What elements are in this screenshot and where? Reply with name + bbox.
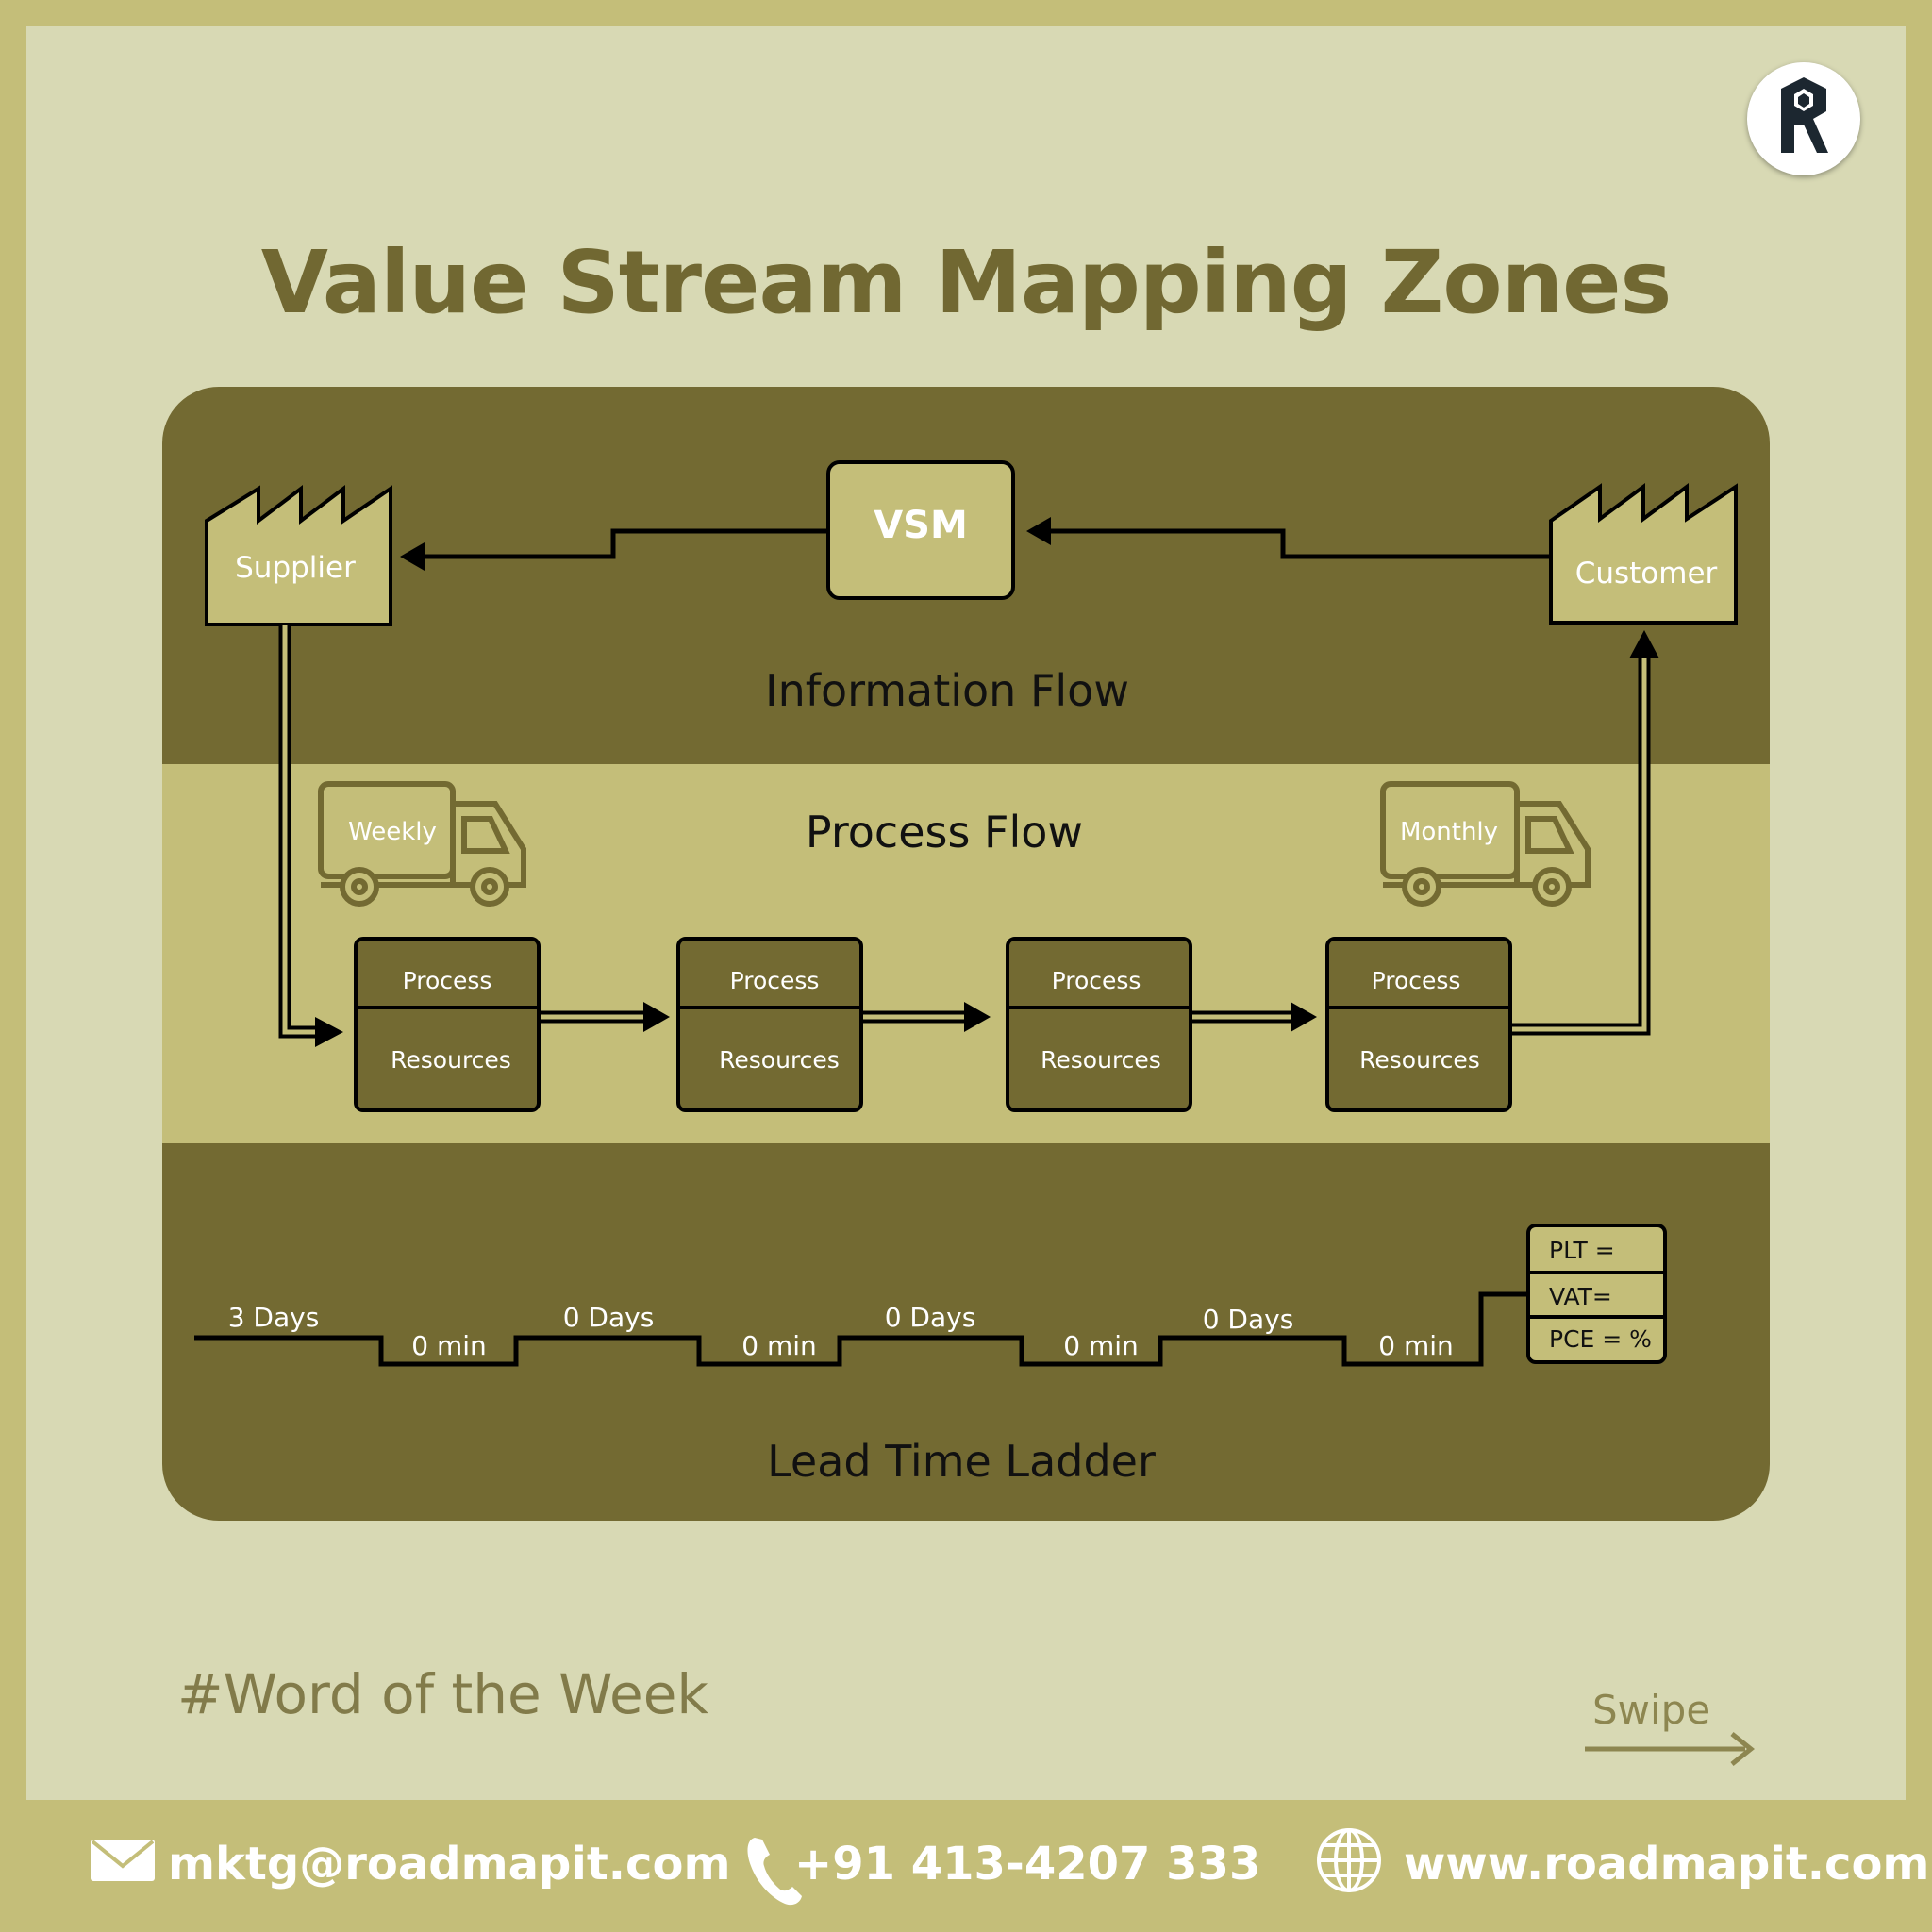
summary-box: PLT = VAT= PCE = % (1526, 1224, 1667, 1364)
phone-icon (747, 1838, 802, 1906)
page-title: Value Stream Mapping Zones (260, 232, 1673, 333)
globe-icon (1317, 1828, 1381, 1892)
mail-icon (91, 1840, 155, 1881)
ladder-min-2: 0 min (741, 1330, 817, 1361)
truck-icon (318, 781, 526, 907)
information-flow-label: Information Flow (765, 665, 1129, 716)
process-box-2: Process Resources (676, 937, 863, 1112)
vsm-box (826, 460, 1015, 600)
arrow-to-customer (1629, 630, 1659, 658)
arrow-to-vsm (1026, 517, 1051, 545)
vat-label: VAT= (1549, 1283, 1612, 1310)
ladder-days-2: 0 Days (563, 1302, 655, 1333)
ladder-min-3: 0 min (1063, 1330, 1139, 1361)
lead-time-ladder-label: Lead Time Ladder (767, 1436, 1156, 1487)
ladder-days-1: 3 Days (228, 1302, 320, 1333)
process-box-4: Process Resources (1325, 937, 1512, 1112)
supplier-feed-line-inner (282, 625, 317, 1035)
process-label: Process (1372, 967, 1461, 994)
truck-monthly-label: Monthly (1400, 818, 1498, 846)
leadtime-zone (162, 1143, 1770, 1521)
supplier-factory-icon (205, 484, 392, 626)
process-arrow-1 (541, 1002, 670, 1032)
swipe-label[interactable]: Swipe (1592, 1687, 1711, 1733)
phone-link[interactable]: +91 413-4207 333 (794, 1838, 1261, 1890)
process-label: Process (1052, 967, 1141, 994)
process-arrow-3 (1192, 1002, 1317, 1032)
lead-time-ladder-line (194, 1291, 1528, 1367)
arrow-to-supplier (400, 542, 425, 571)
website-link[interactable]: www.roadmapit.com (1404, 1838, 1930, 1890)
logo-icon (1747, 62, 1860, 175)
logo-mark (1781, 77, 1828, 153)
process-flow-label: Process Flow (806, 807, 1083, 858)
process-box-1: Process Resources (354, 937, 541, 1112)
process-label: Process (730, 967, 820, 994)
arrow-right-icon (1585, 1732, 1756, 1766)
vsm-label: VSM (874, 504, 968, 547)
process-arrow-2 (863, 1002, 991, 1032)
customer-to-vsm-line (1049, 528, 1550, 559)
arrow-to-process-1 (315, 1017, 343, 1047)
customer-factory-icon (1549, 483, 1738, 625)
process-box-3: Process Resources (1006, 937, 1192, 1112)
ladder-min-1: 0 min (411, 1330, 487, 1361)
supplier-label: Supplier (235, 551, 356, 585)
ladder-min-4: 0 min (1378, 1330, 1454, 1361)
pce-label: PCE = % (1549, 1325, 1652, 1353)
resources-label: Resources (719, 1046, 840, 1074)
customer-feed-line-inner (1509, 657, 1647, 1032)
resources-label: Resources (1359, 1046, 1480, 1074)
plt-label: PLT = (1549, 1237, 1615, 1264)
truck-icon (1380, 781, 1591, 907)
ladder-days-3: 0 Days (885, 1302, 976, 1333)
process-label: Process (403, 967, 492, 994)
truck-weekly-label: Weekly (348, 818, 437, 846)
email-link[interactable]: mktg@roadmapit.com (168, 1838, 731, 1890)
customer-label: Customer (1575, 557, 1718, 591)
resources-label: Resources (1041, 1046, 1161, 1074)
hashtag-label: #Word of the Week (177, 1662, 708, 1726)
ladder-days-4: 0 Days (1203, 1304, 1294, 1335)
vsm-to-supplier-line (415, 528, 826, 559)
resources-label: Resources (391, 1046, 511, 1074)
